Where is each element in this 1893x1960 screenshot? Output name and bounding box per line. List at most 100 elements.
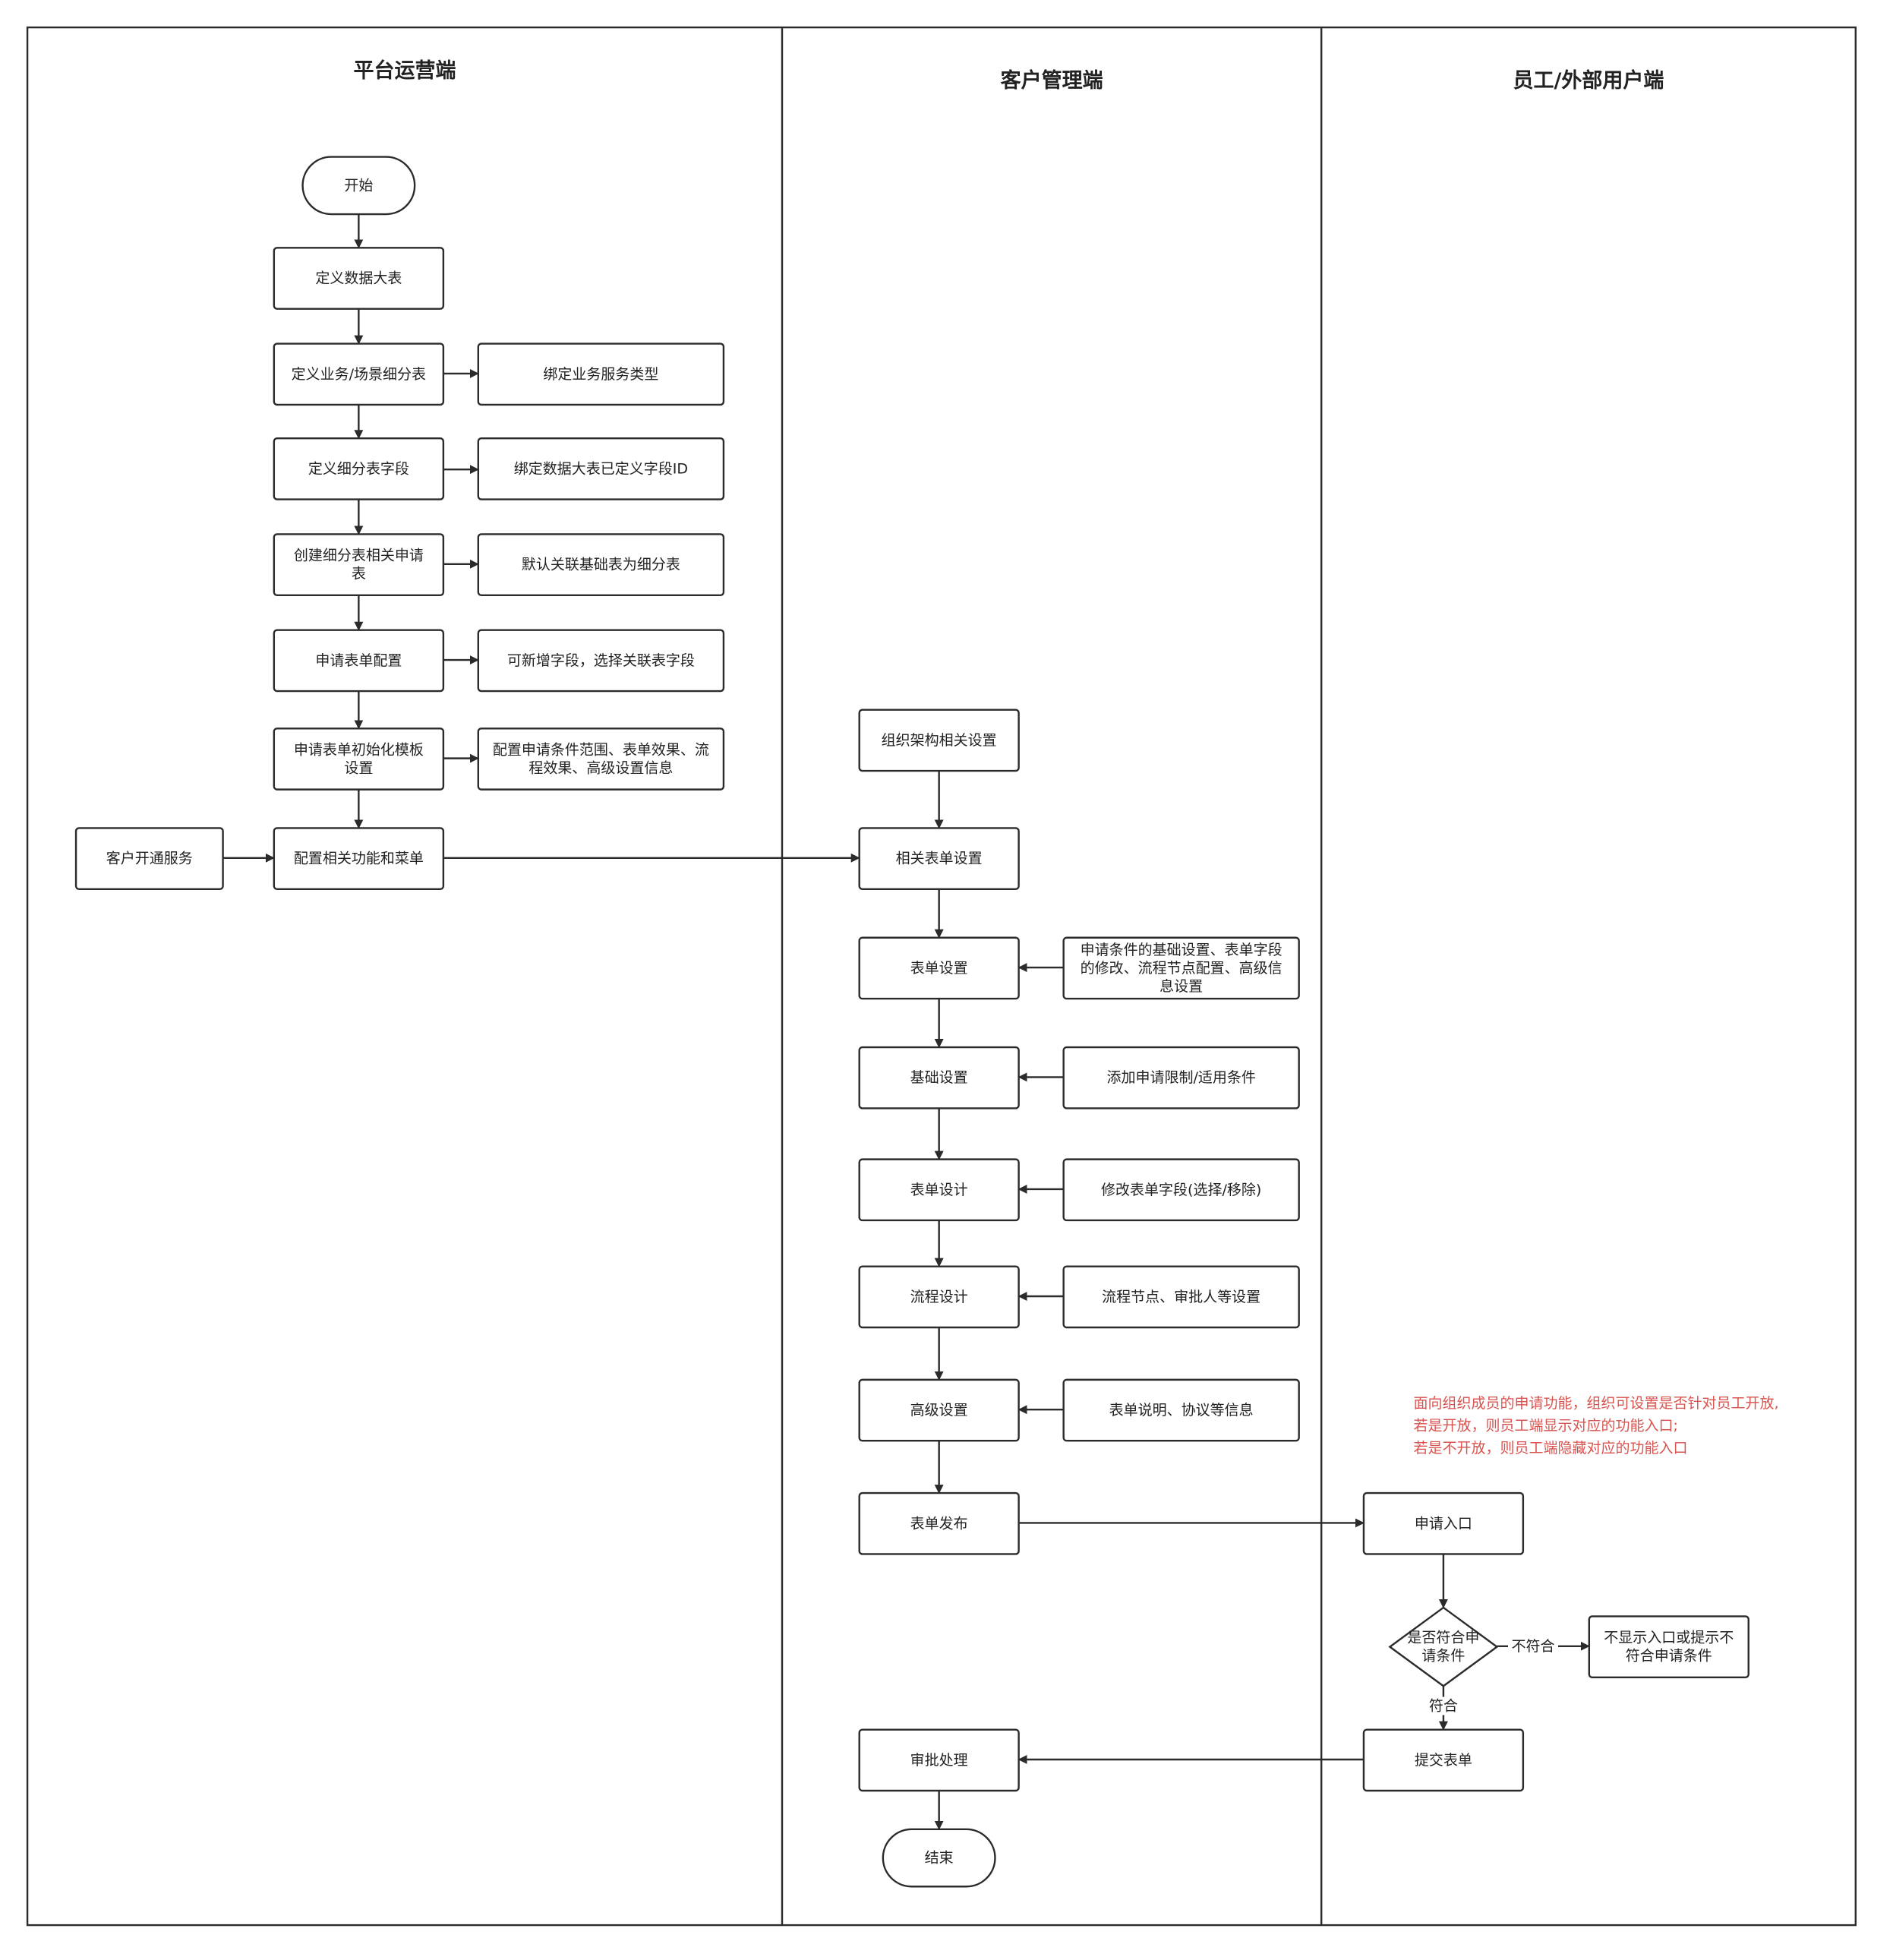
node-form-design: 表单设计 [858,1158,1020,1222]
node-label: 绑定业务服务类型 [543,366,658,383]
node-label: 表单说明、协议等信息 [1109,1402,1254,1419]
node-label: 申请入口 [1415,1515,1472,1532]
lane-title-customer: 客户管理端 [1001,68,1103,93]
process-box [1062,1158,1300,1222]
process-box [858,1491,1020,1555]
node-label: 配置申请条件范围、表单效果、流 [493,741,709,758]
process-box [1062,936,1300,1000]
node-label: 定义细分表字段 [308,460,409,477]
terminal-shape [882,1828,996,1888]
edge-label-not-match: 不符合 [1508,1636,1559,1655]
process-box [477,629,725,693]
node-form-design-note: 修改表单字段(选择/移除) [1062,1158,1300,1222]
node-basic-settings-note: 添加申请限制/适用条件 [1062,1046,1300,1109]
node-label: 默认关联基础表为细分表 [522,557,680,573]
node-org-settings: 组织架构相关设置 [858,709,1020,772]
node-label: 不显示入口或提示不 [1604,1630,1734,1646]
node-define-big-table: 定义数据大表 [273,247,445,310]
node-label: 组织架构相关设置 [882,732,997,749]
node-label: 申请表单配置 [315,652,402,669]
node-label: 创建细分表相关申请 [294,548,424,564]
annotation-line: 面向组织成员的申请功能，组织可设置是否针对员工开放, [1414,1395,1779,1412]
node-form-settings: 表单设置 [858,936,1020,1000]
node-label: 设置 [344,759,373,776]
node-customer-open: 客户开通服务 [74,827,224,890]
node-label: 表单发布 [910,1515,968,1532]
node-label: 高级设置 [910,1402,968,1419]
process-box [477,533,725,597]
node-label: 相关表单设置 [896,851,983,867]
process-box [1062,1378,1300,1442]
process-box [273,533,445,597]
node-flow-design: 流程设计 [858,1265,1020,1329]
node-label: 表单设置 [910,960,968,977]
node-label: 表 [352,566,366,582]
process-box [74,827,224,890]
node-related-form: 相关表单设置 [858,827,1020,890]
terminal-shape [301,156,416,216]
process-box [273,437,445,500]
edge-label-text: 符合 [1429,1697,1458,1714]
node-label: 息设置 [1159,978,1203,995]
node-label: 基础设置 [910,1069,968,1086]
node-label: 开始 [344,177,373,194]
node-approve: 审批处理 [858,1728,1020,1792]
process-box [477,342,725,406]
process-box [1588,1615,1749,1678]
node-label: 申请表单初始化模板 [294,741,424,758]
node-label: 是否符合申 [1407,1630,1479,1646]
process-box [273,247,445,310]
process-box [858,1728,1020,1792]
node-bind-service-type: 绑定业务服务类型 [477,342,725,406]
process-box [477,728,725,791]
node-label: 添加申请限制/适用条件 [1106,1069,1255,1086]
node-label: 客户开通服务 [106,851,193,867]
node-label: 修改表单字段(选择/移除) [1101,1182,1261,1198]
node-add-fields: 可新增字段，选择关联表字段 [477,629,725,693]
node-publish: 表单发布 [858,1491,1020,1555]
annotation-line: 若是开放，则员工端显示对应的功能入口; [1414,1418,1678,1434]
node-submit: 提交表单 [1362,1728,1525,1792]
node-define-sub-fields: 定义细分表字段 [273,437,445,500]
node-end: 结束 [882,1828,996,1888]
node-default-link: 默认关联基础表为细分表 [477,533,725,597]
node-label: 提交表单 [1415,1752,1472,1769]
node-label: 定义业务/场景细分表 [292,366,426,383]
node-label: 绑定数据大表已定义字段ID [514,460,688,477]
process-box [273,728,445,791]
node-bind-field-id: 绑定数据大表已定义字段ID [477,437,725,500]
node-start: 开始 [301,156,416,216]
node-label: 请条件 [1421,1648,1465,1665]
process-box [858,709,1020,772]
node-flow-design-note: 流程节点、审批人等设置 [1062,1265,1300,1329]
edge-label-match: 符合 [1425,1696,1461,1715]
node-config-menu: 配置相关功能和菜单 [273,827,445,890]
process-box [1362,1491,1525,1555]
process-box [858,1378,1020,1442]
node-label: 表单设计 [910,1182,968,1198]
process-box [1062,1046,1300,1109]
node-label: 定义数据大表 [315,270,402,286]
process-box [1062,1265,1300,1329]
node-basic-settings: 基础设置 [858,1046,1020,1109]
process-box [858,1158,1020,1222]
node-label: 审批处理 [910,1752,968,1769]
node-label: 流程设计 [910,1289,968,1305]
swimlane-frame: 平台运营端客户管理端员工/外部用户端 [26,26,1857,1927]
process-box [1362,1728,1525,1792]
node-advanced-settings: 高级设置 [858,1378,1020,1442]
node-label: 程效果、高级设置信息 [528,759,673,776]
process-box [273,342,445,406]
process-box [858,1265,1020,1329]
node-apply-form-config: 申请表单配置 [273,629,445,693]
process-box [858,827,1020,890]
process-box [858,936,1020,1000]
process-box [273,827,445,890]
lane-title-employee: 员工/外部用户端 [1513,68,1664,93]
